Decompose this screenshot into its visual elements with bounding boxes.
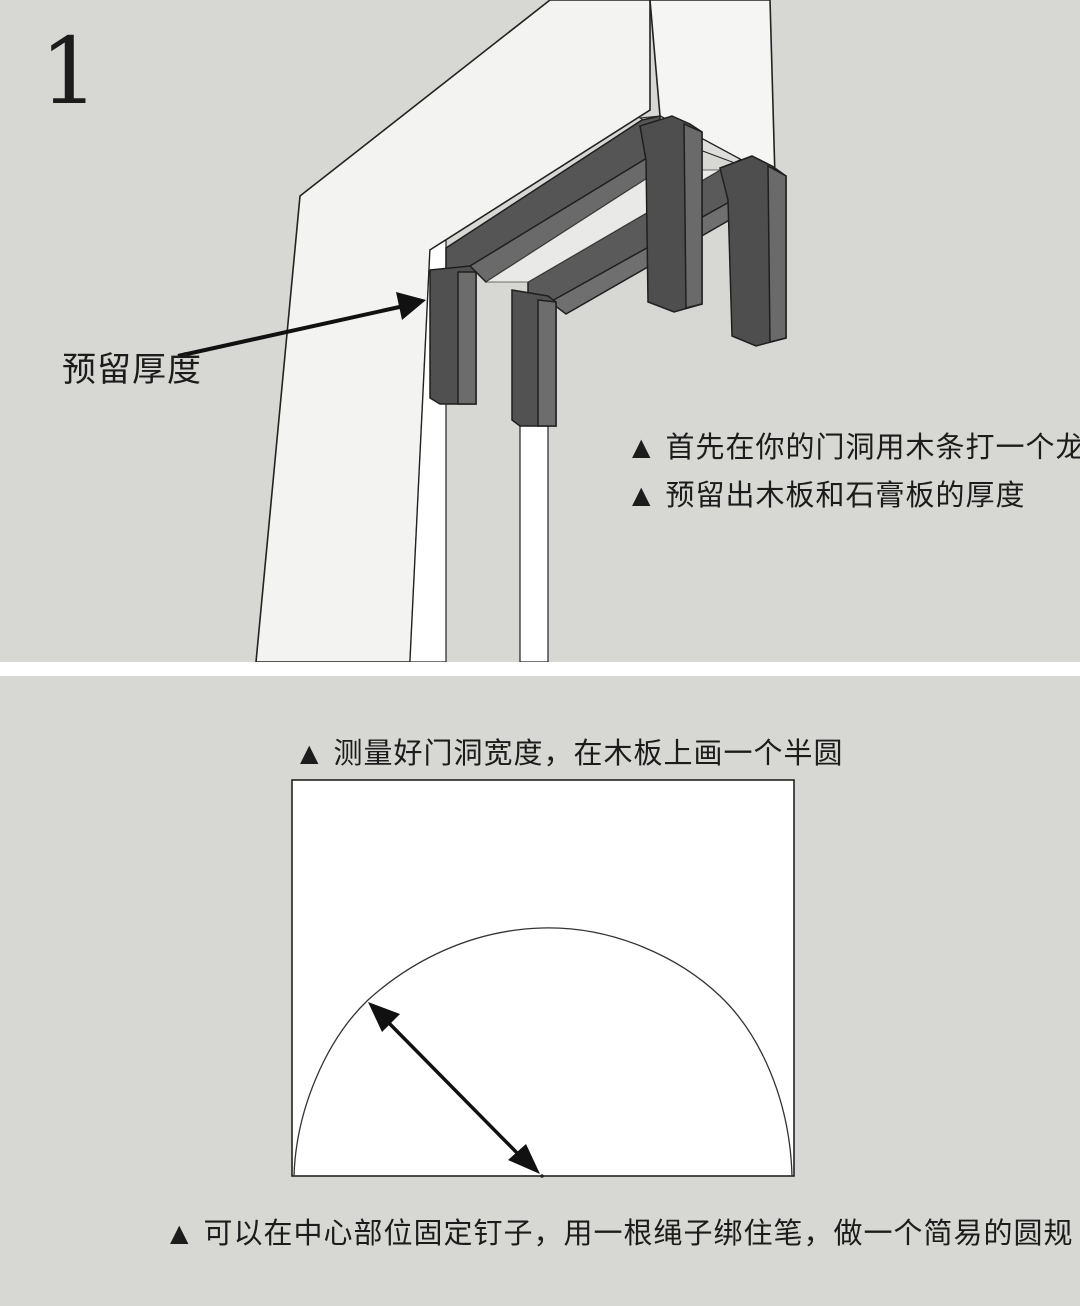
triangle-bullet-icon: ▲: [632, 481, 652, 509]
panel-divider: [0, 662, 1080, 676]
triangle-bullet-icon: ▲: [170, 1219, 190, 1247]
wood-battens: [429, 115, 787, 427]
step-number: 1: [40, 18, 99, 125]
board-title-note: ▲ 测量好门洞宽度，在木板上画一个半圆: [300, 730, 843, 772]
radius-arrowhead-bottom: [508, 1144, 540, 1174]
callout-label: 预留厚度: [62, 350, 202, 390]
post-left-front-side: [457, 271, 477, 405]
callout-arrow: [177, 292, 426, 358]
note-line-2: ▲ 预留出木板和石膏板的厚度: [632, 472, 1025, 514]
post-rear-1-side: [683, 122, 703, 309]
radius-line: [382, 1016, 524, 1160]
post-rear-2-side: [767, 164, 787, 343]
note-line-1: ▲ 首先在你的门洞用木条打一个龙骨: [632, 424, 1080, 466]
radius-arrowhead-top: [368, 1002, 400, 1032]
note-text: 可以在中心部位固定钉子，用一根绳子绑住笔，做一个简易的圆规: [203, 1216, 1074, 1250]
note-text: 首先在你的门洞用木条打一个龙骨: [665, 430, 1080, 464]
semicircle-arc: [293, 927, 793, 1177]
wood-board: [291, 779, 795, 1177]
triangle-bullet-icon: ▲: [632, 433, 652, 461]
compass-tip-note: ▲ 可以在中心部位固定钉子，用一根绳子绑住笔，做一个简易的圆规: [170, 1210, 1073, 1252]
post-mid-front-side: [537, 299, 557, 427]
note-text: 预留出木板和石膏板的厚度: [665, 478, 1026, 512]
board-drawing: [291, 779, 795, 1178]
triangle-bullet-icon: ▲: [300, 739, 320, 767]
note-text: 测量好门洞宽度，在木板上画一个半圆: [333, 736, 844, 770]
center-point: [540, 1174, 544, 1178]
